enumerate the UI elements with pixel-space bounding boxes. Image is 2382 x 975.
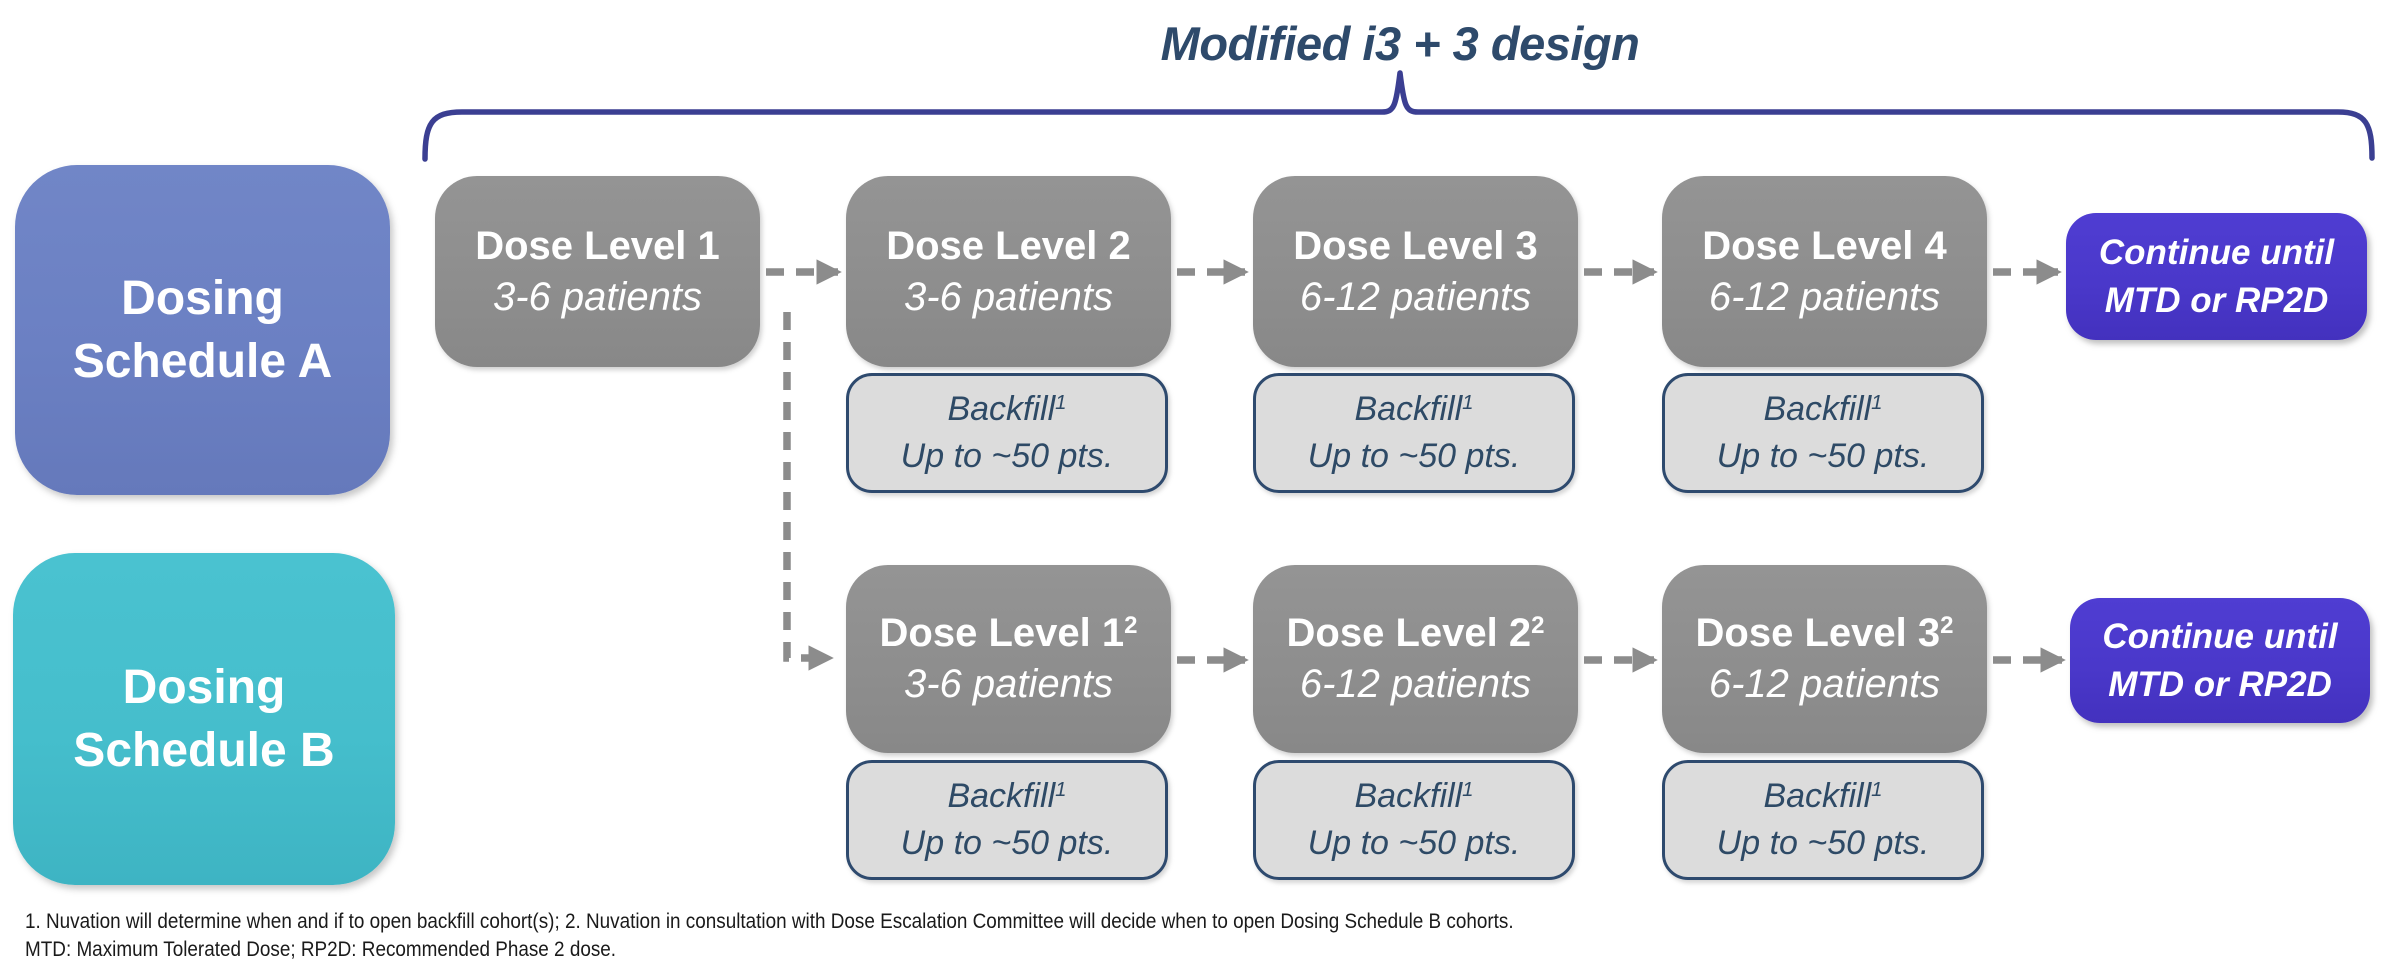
dose-box-b3: Dose Level 32 6-12 patients <box>1662 565 1987 753</box>
dose-box-b2: Dose Level 22 6-12 patients <box>1253 565 1578 753</box>
dose-box-a2: Dose Level 2 3-6 patients <box>846 176 1171 367</box>
schedule-b-line2: Schedule B <box>73 724 335 777</box>
dose-label: Dose Level 32 <box>1695 611 1954 655</box>
backfill-box-a4: Backfill1 Up to ~50 pts. <box>1662 373 1984 493</box>
continue-line1: Continue until <box>2102 616 2338 656</box>
dose-label: Dose Level 2 <box>886 223 1131 268</box>
continue-line1: Continue until <box>2098 232 2335 272</box>
dose-label: Dose Level 12 <box>879 611 1138 655</box>
continue-line2: MTD or RP2D <box>2104 280 2329 320</box>
dose-label: Dose Level 1 <box>475 223 720 268</box>
schedule-a-line1: Dosing <box>121 272 284 325</box>
backfill-label: Backfill1 <box>1354 390 1474 428</box>
backfill-box-b3: Backfill1 Up to ~50 pts. <box>1662 760 1984 880</box>
dose-patients: 3-6 patients <box>903 662 1114 706</box>
backfill-label: Backfill1 <box>1763 777 1883 815</box>
continue-box-a: Continue until MTD or RP2D <box>2066 213 2367 340</box>
backfill-capacity: Up to ~50 pts. <box>1307 437 1521 475</box>
dose-box-b1: Dose Level 12 3-6 patients <box>846 565 1171 753</box>
dose-patients: 3-6 patients <box>492 274 703 319</box>
dose-label: Dose Level 22 <box>1286 611 1545 655</box>
dose-label: Dose Level 3 <box>1293 223 1538 268</box>
continue-line2: MTD or RP2D <box>2108 664 2332 704</box>
backfill-box-b1: Backfill1 Up to ~50 pts. <box>846 760 1168 880</box>
footnote-line-1: 1. Nuvation will determine when and if t… <box>25 910 1514 933</box>
dose-box-a3: Dose Level 3 6-12 patients <box>1253 176 1578 367</box>
diagram-title: Modified i3 + 3 design <box>1160 17 1640 70</box>
schedule-a-line2: Schedule A <box>72 335 333 388</box>
dose-patients: 6-12 patients <box>1299 274 1532 319</box>
backfill-capacity: Up to ~50 pts. <box>1307 824 1521 862</box>
footnote-line-2: MTD: Maximum Tolerated Dose; RP2D: Recom… <box>25 938 617 961</box>
dose-box-a4: Dose Level 4 6-12 patients <box>1662 176 1987 367</box>
backfill-capacity: Up to ~50 pts. <box>1716 824 1930 862</box>
backfill-label: Backfill1 <box>947 777 1067 815</box>
dose-box-a1: Dose Level 1 3-6 patients <box>435 176 760 367</box>
backfill-capacity: Up to ~50 pts. <box>900 824 1114 862</box>
top-curly-brace <box>422 70 2375 162</box>
schedule-b-line1: Dosing <box>122 661 286 714</box>
backfill-box-a3: Backfill1 Up to ~50 pts. <box>1253 373 1575 493</box>
backfill-capacity: Up to ~50 pts. <box>900 437 1114 475</box>
backfill-box-b2: Backfill1 Up to ~50 pts. <box>1253 760 1575 880</box>
dose-patients: 3-6 patients <box>903 274 1114 319</box>
dose-patients: 6-12 patients <box>1708 274 1941 319</box>
continue-box-b: Continue until MTD or RP2D <box>2070 598 2370 723</box>
dose-patients: 6-12 patients <box>1708 662 1941 706</box>
schedule-a-box: Dosing Schedule A <box>15 165 390 495</box>
backfill-label: Backfill1 <box>1354 777 1474 815</box>
dose-patients: 6-12 patients <box>1299 662 1532 706</box>
schedule-b-box: Dosing Schedule B <box>13 553 395 885</box>
backfill-label: Backfill1 <box>1763 390 1883 428</box>
arrow-branch-a1-to-b1 <box>783 312 834 671</box>
backfill-capacity: Up to ~50 pts. <box>1716 437 1930 475</box>
backfill-box-a2: Backfill1 Up to ~50 pts. <box>846 373 1168 493</box>
dose-label: Dose Level 4 <box>1702 223 1947 268</box>
backfill-label: Backfill1 <box>947 390 1067 428</box>
footnotes: 1. Nuvation will determine when and if t… <box>25 908 1514 964</box>
